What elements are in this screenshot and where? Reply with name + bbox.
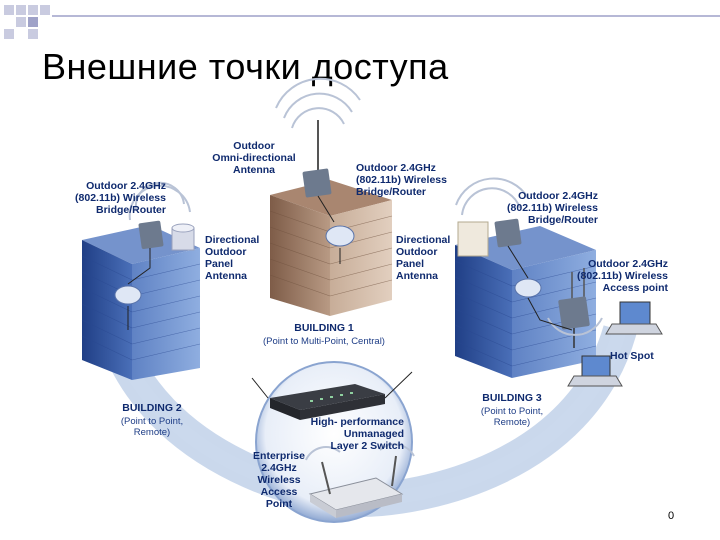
building-2-desc: (Point to Point,Remote) — [112, 416, 192, 438]
hot-spot-label: Hot Spot — [610, 350, 654, 362]
building-3-label: BUILDING 3 — [472, 392, 552, 404]
building-1-label: BUILDING 1 — [262, 322, 386, 334]
building-3-desc: (Point to Point,Remote) — [472, 406, 552, 428]
building-1-desc: (Point to Multi-Point, Central) — [254, 336, 394, 347]
building-2-label: BUILDING 2 — [112, 402, 192, 414]
page-number: 0 — [668, 510, 674, 522]
